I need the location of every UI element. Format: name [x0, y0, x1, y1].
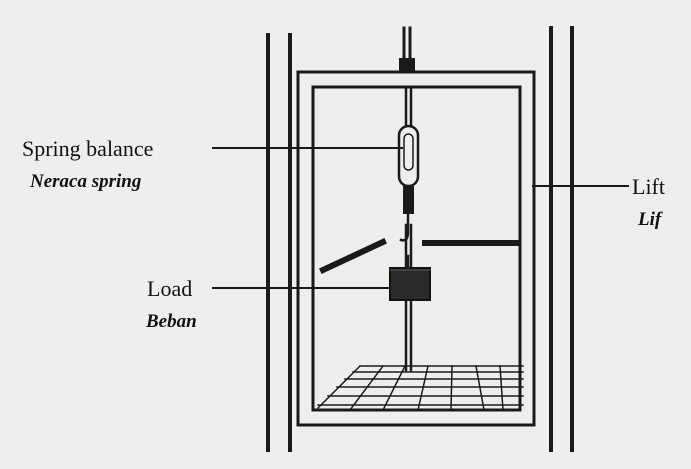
label-lift: Lift [632, 174, 665, 199]
label-load-ms: Beban [146, 311, 197, 332]
cable-clamp [399, 58, 415, 72]
label-spring-balance-ms: Neraca spring [30, 171, 142, 192]
lift-cable [402, 26, 412, 64]
shaft-right-wall [549, 26, 574, 452]
label-lift-ms: Lif [638, 209, 662, 230]
lift-car [296, 70, 536, 427]
shaft-left-wall [266, 33, 292, 452]
load-block [389, 254, 431, 301]
label-load: Load [147, 276, 193, 301]
handrails [319, 238, 520, 274]
lift-floor-grid [316, 364, 524, 412]
label-spring-balance: Spring balance [22, 136, 154, 161]
spring-balance [397, 124, 420, 242]
